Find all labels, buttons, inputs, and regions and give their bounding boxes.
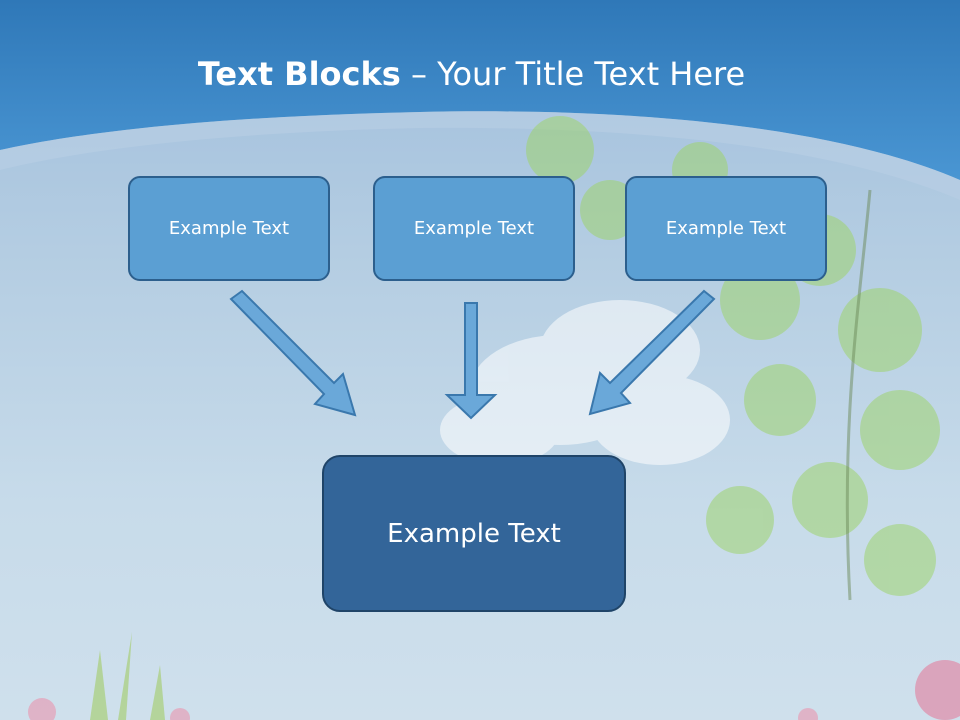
flowers-illustration <box>28 632 960 720</box>
title-rest: Your Title Text Here <box>437 55 746 93</box>
text-block-right[interactable]: Example Text <box>625 176 827 281</box>
arrow-right-diagonal <box>588 289 716 416</box>
slide-title: Text Blocks – Your Title Text Here <box>0 52 943 96</box>
header-band <box>0 0 960 180</box>
arrow-center-down <box>444 302 498 420</box>
text-block-center[interactable]: Example Text <box>373 176 575 281</box>
target-block[interactable]: Example Text <box>322 455 626 612</box>
title-dash: – <box>400 55 438 93</box>
text-block-left[interactable]: Example Text <box>128 176 330 281</box>
arrow-left-diagonal <box>229 289 357 417</box>
title-bold: Text Blocks <box>197 55 401 93</box>
header-curve-highlight <box>0 111 960 200</box>
